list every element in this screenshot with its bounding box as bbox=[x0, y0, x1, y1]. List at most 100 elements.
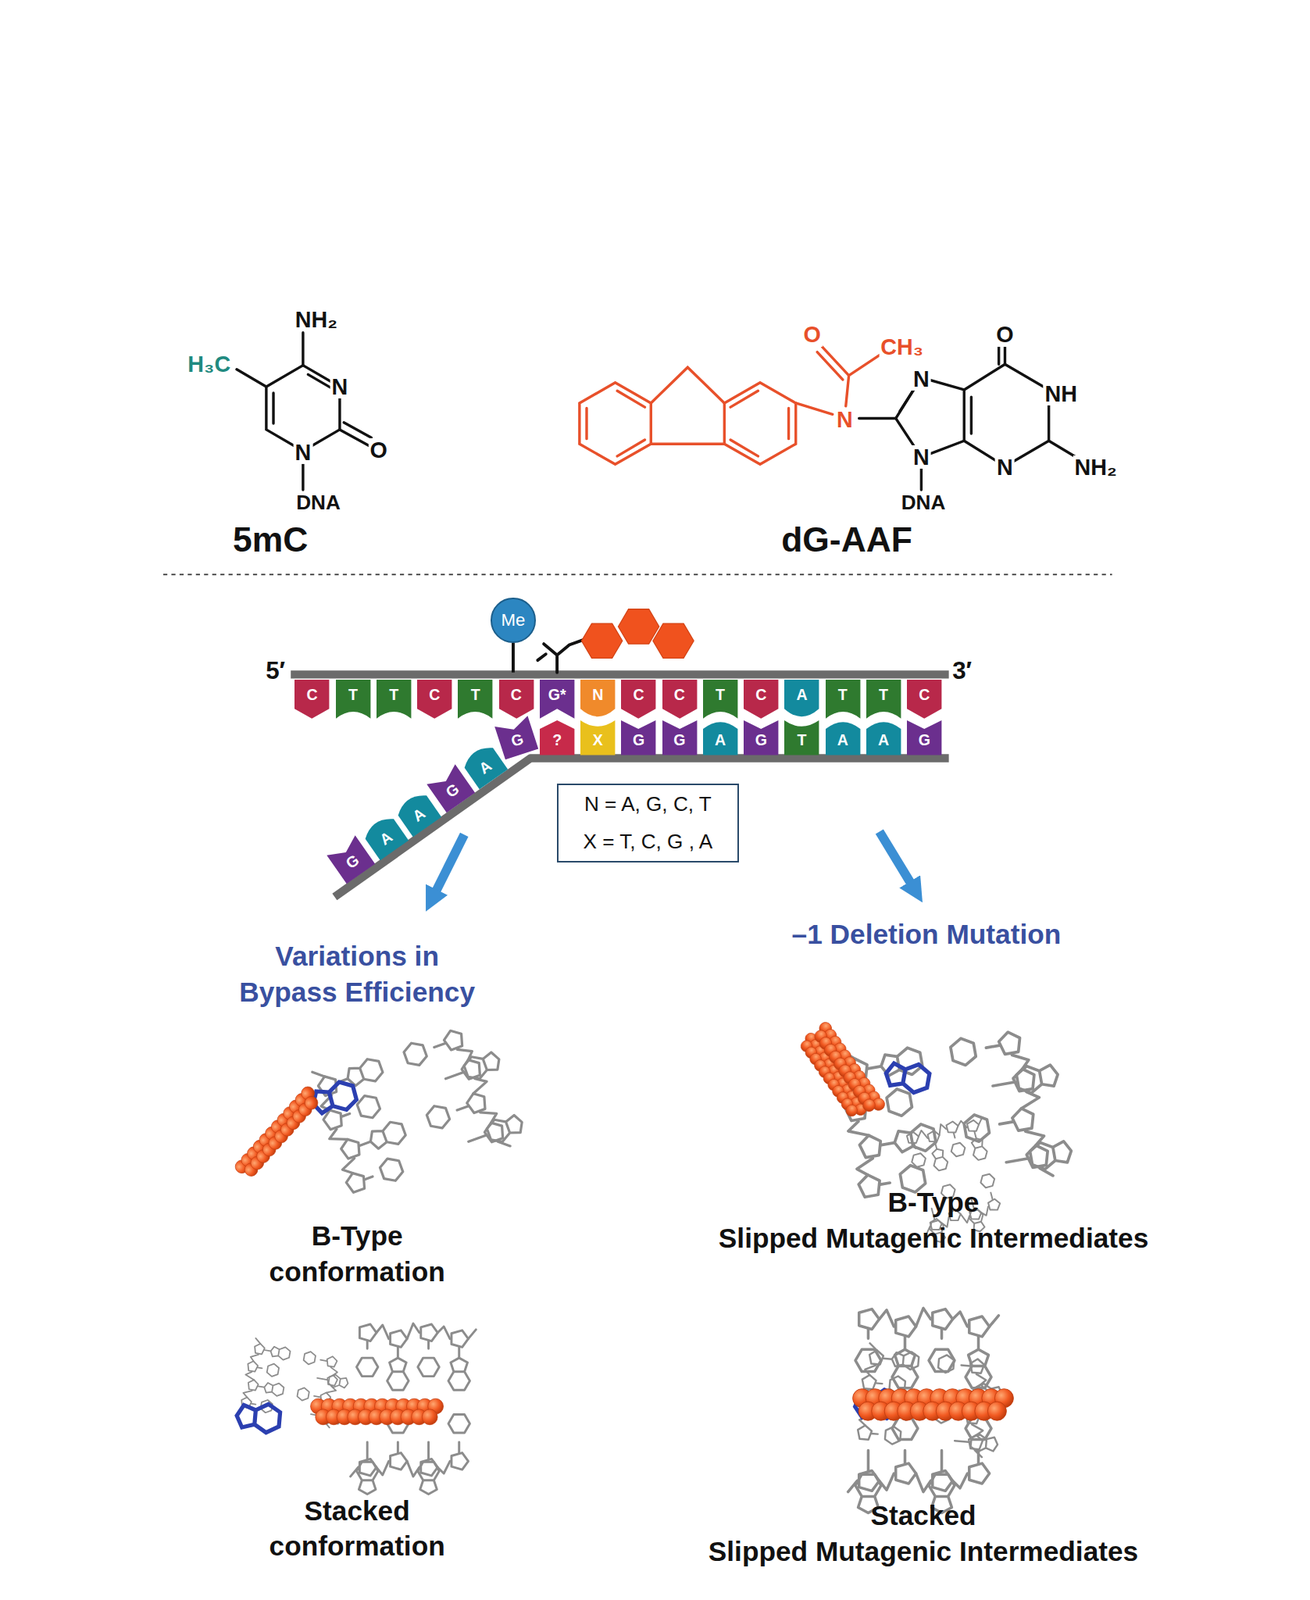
adduct-stick bbox=[537, 639, 584, 673]
key-text: X = T, C, G , A bbox=[583, 829, 714, 854]
nucleotide-base: A bbox=[825, 720, 861, 755]
base-letter: C bbox=[621, 687, 656, 704]
atom-label: NH bbox=[1043, 381, 1079, 406]
atom-label: N bbox=[293, 440, 314, 465]
atom-label: dG-AAF bbox=[781, 517, 913, 563]
base-letter: A bbox=[784, 687, 819, 704]
base-outline bbox=[326, 835, 375, 884]
aaf-bonds bbox=[579, 346, 880, 465]
base-letter: G* bbox=[539, 687, 575, 704]
base-outline bbox=[743, 679, 779, 719]
base-letter: G bbox=[743, 732, 779, 749]
key-text: N = A, G, C, T bbox=[584, 792, 712, 817]
atom-label: H₃C bbox=[185, 352, 233, 376]
atom-label: N bbox=[330, 374, 350, 399]
base-letter: A bbox=[825, 732, 861, 749]
nucleotide-base: G* bbox=[539, 679, 575, 719]
atom-label: N bbox=[835, 407, 855, 432]
base-outline bbox=[539, 720, 575, 755]
nucleotide-base: A bbox=[866, 720, 901, 755]
base-letter: C bbox=[499, 687, 534, 704]
base-letter: T bbox=[825, 687, 861, 704]
top-backbone bbox=[290, 670, 949, 679]
caption-line: B-Type bbox=[718, 1184, 1149, 1221]
base-letter: N bbox=[580, 687, 615, 704]
caption-line: Stacked bbox=[708, 1497, 1139, 1534]
nucleotide-base: T bbox=[866, 679, 901, 719]
methyl-label: Me bbox=[501, 610, 526, 631]
stacked-rendering bbox=[235, 1323, 477, 1494]
base-outline bbox=[662, 679, 697, 719]
base-outline bbox=[621, 720, 656, 755]
atom-label: NH₂ bbox=[1073, 455, 1119, 479]
base-outline bbox=[335, 679, 371, 719]
base-outline bbox=[825, 679, 861, 719]
nucleotide-base: G bbox=[494, 715, 539, 760]
nucleotide-base: G bbox=[662, 720, 697, 755]
caption-line: Stacked bbox=[269, 1492, 446, 1529]
guanine-bonds bbox=[859, 344, 1080, 490]
conformation-caption: B-Type conformation bbox=[269, 1217, 446, 1290]
base-outline bbox=[580, 679, 615, 717]
atom-label: NH₂ bbox=[293, 307, 340, 332]
nucleotide-base: C bbox=[906, 679, 942, 719]
base-letter: T bbox=[703, 687, 738, 704]
5mc-bonds bbox=[236, 332, 372, 490]
base-letter: T bbox=[784, 732, 819, 749]
arrow bbox=[879, 831, 911, 884]
nucleotide-base: G bbox=[906, 720, 942, 755]
nucleotide-base: C bbox=[294, 679, 329, 719]
base-outline bbox=[376, 679, 411, 719]
base-outline bbox=[460, 742, 509, 789]
base-outline bbox=[825, 721, 861, 755]
nucleotide-base: T bbox=[784, 720, 819, 755]
base-outline bbox=[621, 679, 656, 719]
base-outline bbox=[539, 679, 575, 719]
conformation-caption: B-Type Slipped Mutagenic Intermediates bbox=[718, 1184, 1149, 1257]
atom-label: O bbox=[994, 322, 1015, 347]
base-letter: G bbox=[906, 732, 942, 749]
base-letter: C bbox=[906, 687, 942, 704]
base-outline bbox=[417, 679, 452, 719]
base-outline bbox=[499, 679, 534, 719]
base-outline bbox=[294, 679, 329, 719]
atom-label: N bbox=[911, 445, 932, 469]
base-letter: G bbox=[662, 732, 697, 749]
base-letter: C bbox=[294, 687, 329, 704]
nucleotide-base: T bbox=[825, 679, 861, 719]
base-outline bbox=[394, 789, 443, 837]
nucleotide-base: G bbox=[621, 720, 656, 755]
arrow bbox=[435, 834, 465, 892]
base-letter: C bbox=[743, 687, 779, 704]
nucleotide-base: C bbox=[743, 679, 779, 719]
nucleotide-base: T bbox=[457, 679, 493, 719]
atom-label: DNA bbox=[296, 489, 341, 517]
section-heading: Variations in Bypass Efficiency bbox=[239, 938, 475, 1011]
base-letter: C bbox=[417, 687, 452, 704]
base-outline bbox=[866, 721, 901, 755]
bottom-backbone bbox=[334, 757, 949, 897]
atom-label: O bbox=[367, 438, 389, 462]
base-letter: X bbox=[580, 732, 615, 749]
base-outline bbox=[494, 715, 539, 760]
conformation-caption: Stacked Slipped Mutagenic Intermediates bbox=[708, 1497, 1139, 1570]
nucleotide-base: A bbox=[784, 679, 819, 719]
nucleotide-base: C bbox=[417, 679, 452, 719]
b-type-rendering bbox=[232, 1010, 529, 1203]
nucleotide-base: C bbox=[662, 679, 697, 719]
base-letter: C bbox=[662, 687, 697, 704]
section-heading: –1 Deletion Mutation bbox=[792, 916, 1062, 953]
base-outline bbox=[866, 679, 901, 719]
base-outline bbox=[784, 720, 819, 755]
base-outline bbox=[906, 720, 942, 755]
base-outline bbox=[703, 679, 738, 719]
base-outline bbox=[784, 679, 819, 717]
divider-line bbox=[163, 573, 1113, 575]
atom-label: 5mC bbox=[232, 517, 308, 563]
base-letter: T bbox=[376, 687, 411, 704]
key-box: N = A, G, C, T X = T, C, G , A bbox=[556, 783, 739, 863]
caption-line: Variations in bbox=[239, 938, 475, 975]
base-outline bbox=[703, 721, 738, 755]
strand-end-label: 5′ bbox=[265, 655, 286, 688]
